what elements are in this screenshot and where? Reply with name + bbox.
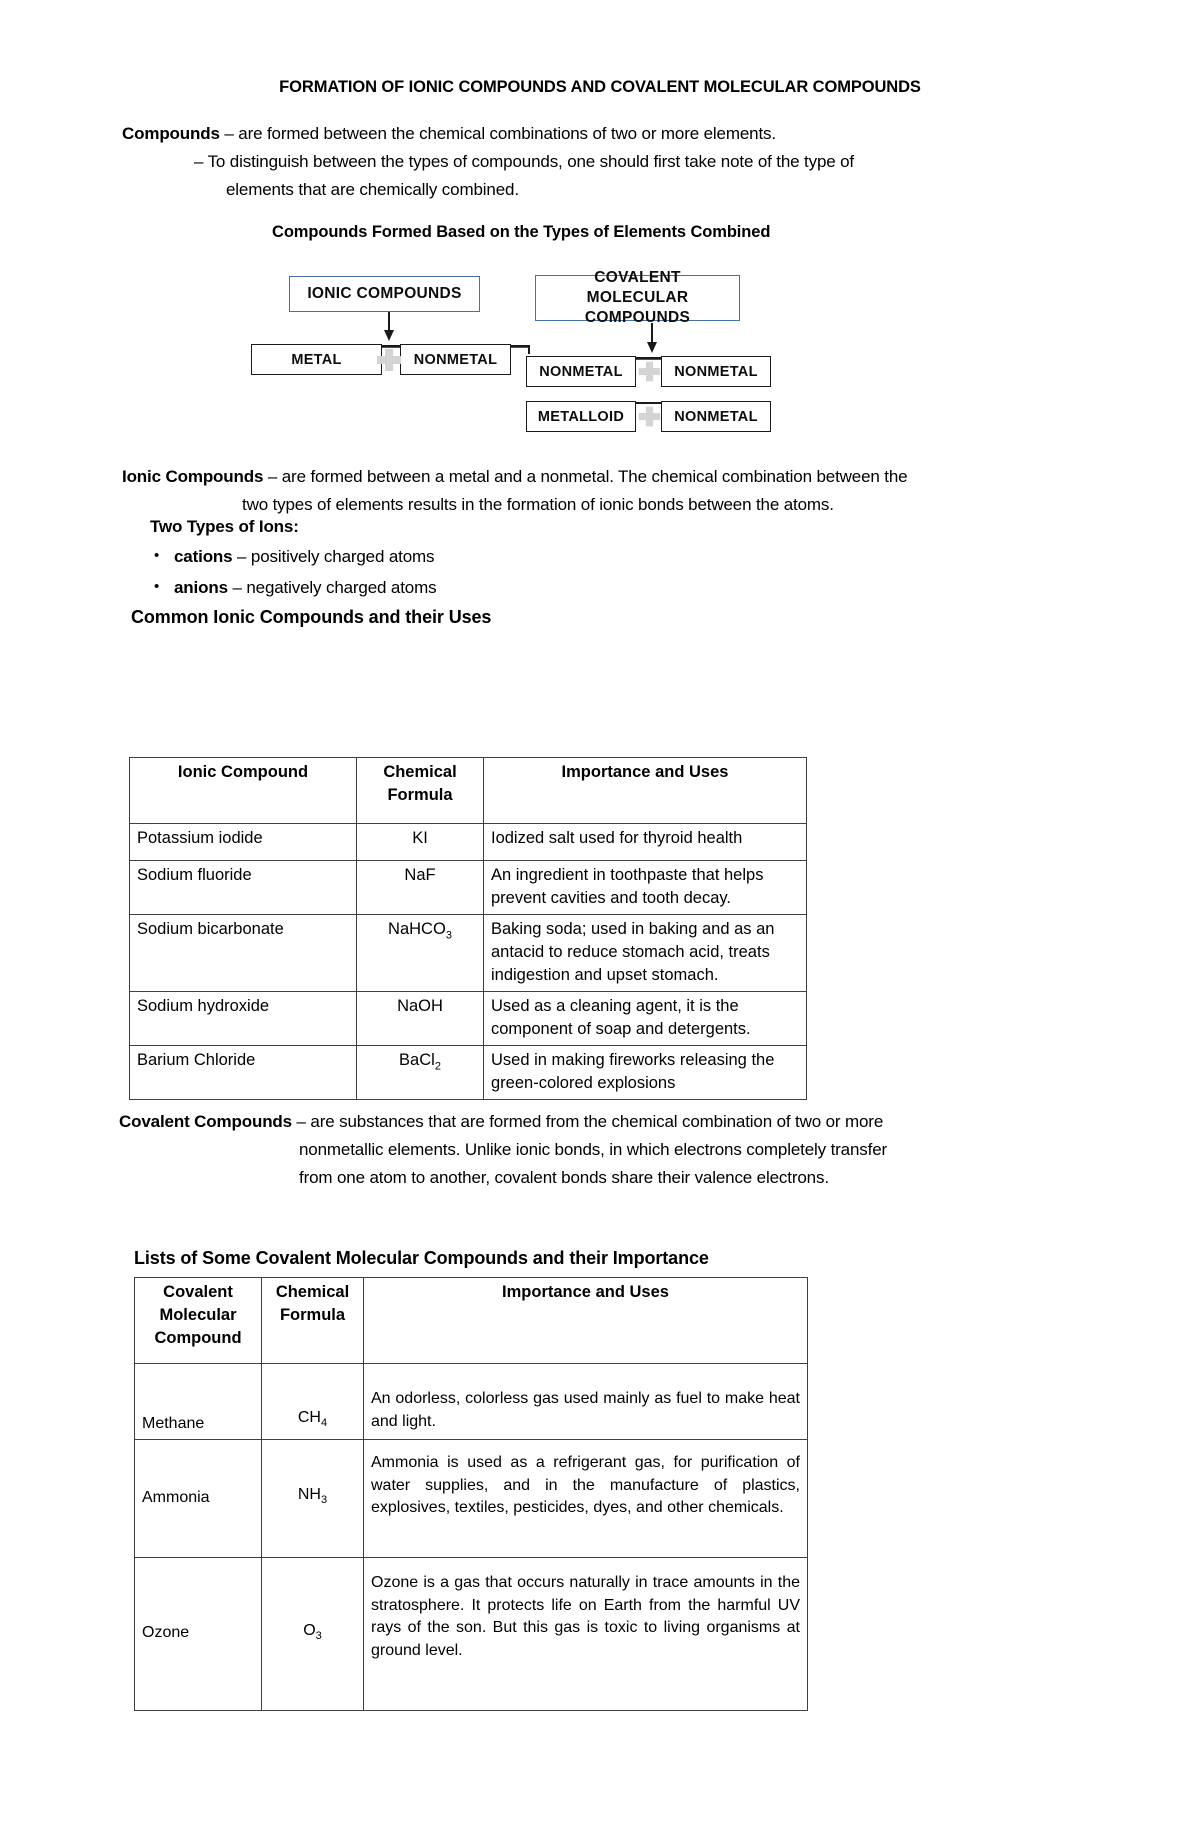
table-row: Ozone O3 Ozone is a gas that occurs natu… [134, 1557, 808, 1711]
compounds-intro-block: Compounds – are formed between the chemi… [122, 120, 912, 204]
ions-list: cations – positively charged atoms anion… [150, 540, 850, 603]
cell-uses: Baking soda; used in baking and as an an… [483, 914, 807, 993]
table-header-row: Ionic Compound Chemical Formula Importan… [129, 757, 807, 824]
table-row: Ammonia NH3 Ammonia is used as a refrige… [134, 1439, 808, 1558]
cell-formula: NaF [356, 860, 484, 916]
formula-base: NH [297, 1486, 321, 1504]
cell-formula: NaHCO3 [356, 914, 484, 993]
diagram-box-metal[interactable]: METAL [251, 344, 382, 375]
cell-uses: Ammonia is used as a refrigerant gas, fo… [363, 1439, 808, 1558]
compounds-term: Compounds [122, 124, 220, 143]
covalent-definition: – are substances that are formed from th… [291, 1112, 884, 1131]
list-item-cations: cations – positively charged atoms [150, 540, 850, 572]
covalent-definition-line: Covalent Compounds – are substances that… [119, 1108, 929, 1136]
cell-formula: CH4 [261, 1363, 364, 1440]
anions-term: anions [174, 578, 228, 597]
cell-formula: NaOH [356, 991, 484, 1047]
list-item-anions: anions – negatively charged atoms [150, 571, 850, 603]
covalent-compounds-table: Covalent Molecular Compound Chemical For… [134, 1277, 808, 1711]
compounds-subpoint-line1: – To distinguish between the types of co… [194, 152, 855, 171]
ions-heading: Two Types of Ions: [150, 517, 299, 536]
cell-compound: Potassium iodide [129, 822, 357, 862]
formula-sub: 3 [445, 929, 452, 942]
formula-base: O [303, 1621, 316, 1639]
plus-icon-covalent-2 [638, 406, 661, 427]
covalent-definition-cont2: from one atom to another, covalent bonds… [299, 1168, 829, 1187]
formula-base: NaF [404, 866, 436, 885]
ionic-bracket-right-stub [528, 345, 530, 354]
cell-uses: Used in making fireworks releasing the g… [483, 1045, 807, 1101]
ions-block: Two Types of Ions: cations – positively … [150, 513, 850, 603]
diagram-box-nonmetal-cov-2[interactable]: NONMETAL [661, 356, 771, 387]
anions-desc: – negatively charged atoms [227, 578, 437, 597]
covalent-definition-cont1: nonmetallic elements. Unlike ionic bonds… [299, 1140, 888, 1159]
formula-sub: 2 [434, 1060, 441, 1073]
cell-formula: NH3 [261, 1439, 364, 1558]
cell-compound: Ammonia [134, 1439, 262, 1558]
header-importance-uses: Importance and Uses [363, 1277, 808, 1364]
ionic-definition-cont: two types of elements results in the for… [242, 495, 834, 514]
header-ionic-compound: Ionic Compound [129, 757, 357, 824]
diagram-box-covalent-molecular-compounds[interactable]: COVALENT MOLECULAR COMPOUNDS [535, 269, 740, 326]
table-row: Methane CH4 An odorless, colorless gas u… [134, 1363, 808, 1440]
ionic-definition: – are formed between a metal and a nonme… [263, 467, 908, 486]
cell-compound: Barium Chloride [129, 1045, 357, 1101]
covalent-intro-block: Covalent Compounds – are substances that… [119, 1108, 929, 1192]
ionic-table-caption: Common Ionic Compounds and their Uses [131, 607, 492, 627]
table-row: Potassium iodide KI Iodized salt used fo… [129, 822, 807, 862]
cell-compound: Sodium fluoride [129, 860, 357, 916]
formula-sub: 3 [320, 1494, 328, 1507]
cations-term: cations [174, 547, 233, 566]
diagram-box-nonmetal-cov-1[interactable]: NONMETAL [526, 356, 636, 387]
compounds-definition-line: Compounds – are formed between the chemi… [122, 120, 912, 148]
table-row: Sodium hydroxide NaOH Used as a cleaning… [129, 991, 807, 1047]
covalent-table-caption: Lists of Some Covalent Molecular Compoun… [134, 1248, 709, 1268]
ionic-definition-line: Ionic Compounds – are formed between a m… [122, 463, 922, 491]
ionic-compounds-table: Ionic Compound Chemical Formula Importan… [129, 757, 807, 1101]
plus-icon-covalent-1 [638, 361, 661, 382]
cell-compound: Sodium bicarbonate [129, 914, 357, 993]
cell-compound: Sodium hydroxide [129, 991, 357, 1047]
table-row: Sodium fluoride NaF An ingredient in too… [129, 860, 807, 916]
header-importance-uses: Importance and Uses [483, 757, 807, 824]
compounds-subpoint-line2: elements that are chemically combined. [226, 180, 519, 199]
formula-base: KI [412, 829, 428, 847]
cell-formula: O3 [261, 1557, 364, 1711]
formula-sub: 3 [315, 1629, 322, 1642]
table-row: Sodium bicarbonate NaHCO3 Baking soda; u… [129, 914, 807, 993]
covalent-term: Covalent Compounds [119, 1112, 292, 1131]
formula-base: NaHCO [388, 920, 446, 939]
table-row: Barium Chloride BaCl2 Used in making fir… [129, 1045, 807, 1101]
plus-icon-ionic [377, 349, 401, 371]
page-title: FORMATION OF IONIC COMPOUNDS AND COVALEN… [279, 78, 921, 96]
diagram-box-ionic-compounds[interactable]: IONIC COMPOUNDS [289, 276, 480, 312]
compounds-definition: – are formed between the chemical combin… [219, 124, 776, 143]
cell-compound: Ozone [134, 1557, 262, 1711]
formula-base: NaOH [397, 997, 443, 1016]
header-covalent-compound: Covalent Molecular Compound [134, 1277, 262, 1364]
cell-formula: KI [356, 822, 484, 862]
header-chemical-formula: Chemical Formula [356, 757, 484, 824]
cations-desc: – positively charged atoms [232, 547, 435, 566]
table-header-row: Covalent Molecular Compound Chemical For… [134, 1277, 808, 1364]
formula-base: BaCl [399, 1051, 435, 1070]
cell-uses: Ozone is a gas that occurs naturally in … [363, 1557, 808, 1711]
cell-uses: An odorless, colorless gas used mainly a… [363, 1363, 808, 1440]
diagram-box-metalloid[interactable]: METALLOID [526, 401, 636, 432]
cell-compound: Methane [134, 1363, 262, 1440]
compounds-subpoint: – To distinguish between the types of co… [194, 148, 912, 204]
cell-formula: BaCl2 [356, 1045, 484, 1101]
diagram-caption: Compounds Formed Based on the Types of E… [272, 223, 771, 241]
cell-uses: Used as a cleaning agent, it is the comp… [483, 991, 807, 1047]
diagram-box-nonmetal-ionic[interactable]: NONMETAL [400, 344, 511, 375]
formula-base: CH [297, 1409, 321, 1427]
diagram-box-nonmetal-cov-3[interactable]: NONMETAL [661, 401, 771, 432]
cell-uses: Iodized salt used for thyroid health [483, 822, 807, 862]
ionic-intro-block: Ionic Compounds – are formed between a m… [122, 463, 922, 519]
formula-sub: 4 [320, 1417, 328, 1430]
ionic-term: Ionic Compounds [122, 467, 264, 486]
cell-uses: An ingredient in toothpaste that helps p… [483, 860, 807, 916]
header-chemical-formula: Chemical Formula [261, 1277, 364, 1364]
